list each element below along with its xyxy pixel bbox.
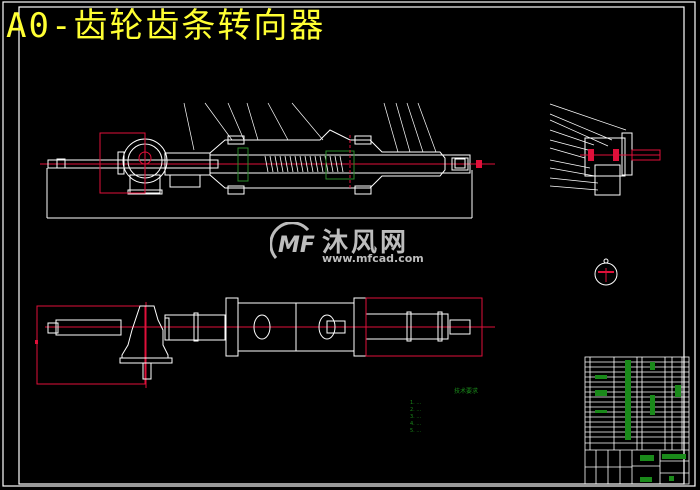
note-line: 1. ... (410, 400, 422, 406)
watermark-name: 沐风网 (322, 228, 410, 258)
inner-frame (18, 6, 685, 485)
detail-circle-view (594, 258, 618, 286)
note-line: 4. ... (410, 421, 422, 427)
main-section-view (40, 102, 495, 219)
mfcad-logo-icon: MF (270, 222, 315, 259)
drawing-title: A0-齿轮齿条转向器 (6, 6, 326, 46)
note-line: 3. ... (410, 414, 422, 420)
note-line: 5. ... (410, 428, 422, 434)
pinion-side-view (549, 103, 661, 196)
exterior-view (35, 297, 495, 388)
svg-text:MF: MF (278, 233, 315, 258)
note-line: 2. ... (410, 407, 422, 413)
watermark-url: www.mfcad.com (322, 252, 424, 265)
watermark: MF 沐风网 www.mfcad.com (270, 222, 440, 266)
notes-heading: 技术要求 (454, 388, 479, 395)
title-block (584, 356, 690, 485)
